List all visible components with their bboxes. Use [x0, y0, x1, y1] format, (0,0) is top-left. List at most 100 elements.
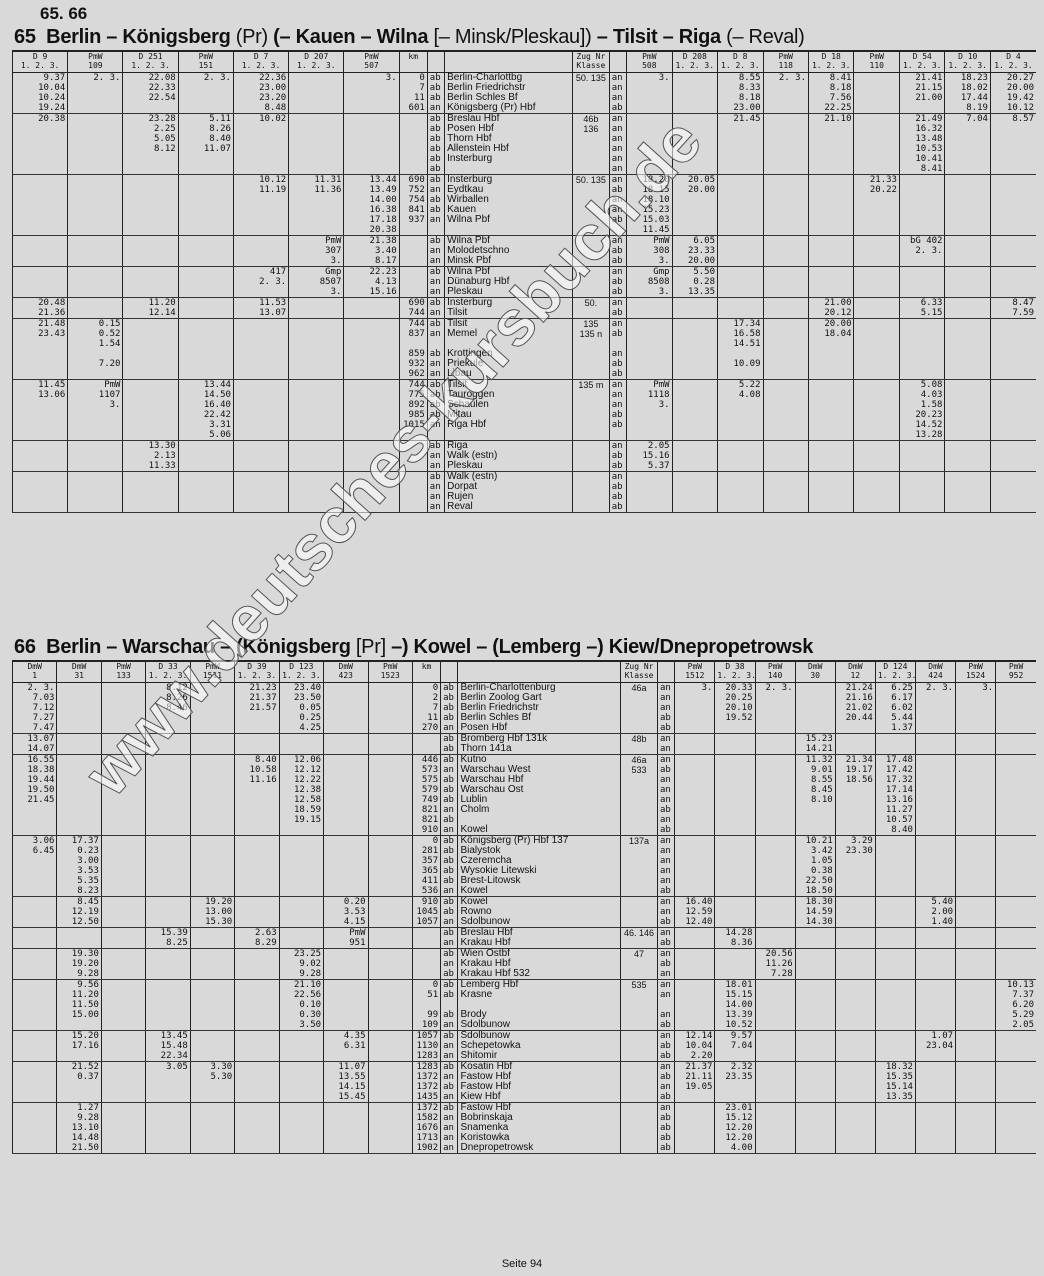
time-cell	[874, 948, 916, 980]
time-cell: 21.48 23.43	[11, 318, 68, 380]
ab-an-cell: an an an ab	[656, 979, 675, 1031]
time-cell	[145, 896, 191, 928]
page-number: 65. 66	[40, 4, 88, 23]
time-cell	[754, 1102, 796, 1154]
ab-an-cell: an ab an ab ab	[608, 318, 627, 380]
time-cell: 22.08 22.33 22.54	[122, 72, 179, 114]
table-66-title-part2: [Pr]	[355, 636, 386, 658]
time-cell	[122, 266, 179, 298]
time-cell	[807, 235, 854, 267]
station-cell: Riga Walk (estn) Pleskau	[444, 440, 573, 472]
time-cell	[100, 1102, 146, 1154]
time-cell	[989, 440, 1036, 472]
time-cell: bG 402 2. 3.	[898, 235, 945, 267]
time-cell	[278, 896, 324, 928]
ab-an-cell: ab ab	[440, 733, 458, 755]
time-cell	[367, 1102, 413, 1154]
time-cell: PmW 307 3.	[288, 235, 344, 267]
time-cell: 6.05 23.33 20.00	[671, 235, 718, 267]
time-cell	[762, 174, 809, 236]
time-cell	[11, 471, 68, 513]
time-cell	[717, 297, 764, 319]
time-cell: 21.24 21.16 21.02 20.44	[834, 682, 876, 734]
time-cell	[177, 440, 234, 472]
time-cell	[944, 235, 991, 267]
time-cell	[995, 948, 1036, 980]
time-cell: 14.28 8.36	[714, 927, 756, 949]
time-cell: 8.40 10.58 11.16	[234, 754, 280, 836]
km-header: km	[411, 660, 441, 683]
time-cell: PmW 1107 3.	[67, 379, 123, 441]
time-cell	[145, 948, 191, 980]
train-column-header: PmW 1512	[674, 660, 715, 683]
table-65-title-part4: [– Minsk/Pleskau])	[433, 26, 592, 48]
ab-an-cell: ab an ab ab an	[426, 174, 445, 236]
time-cell	[955, 835, 996, 897]
time-cell: 18.01 15.15 14.00 13.39 10.52	[714, 979, 756, 1031]
time-cell: 15.39 8.25	[145, 927, 191, 949]
time-cell	[674, 835, 715, 897]
time-cell	[853, 72, 900, 114]
time-cell	[145, 835, 191, 897]
time-cell: 2.05 15.16 5.37	[626, 440, 673, 472]
ab-an-cell: ab an ab ab ab an ab an	[440, 754, 458, 836]
time-cell	[874, 1030, 916, 1062]
time-cell	[762, 235, 809, 267]
time-cell	[674, 733, 715, 755]
time-cell	[323, 835, 368, 897]
time-cell	[714, 896, 756, 928]
time-cell	[177, 297, 234, 319]
station-header	[444, 50, 573, 73]
ab-an-cell: an an an ab ab	[608, 379, 627, 441]
time-cell	[853, 266, 900, 298]
time-cell: 21.34 19.17 18.56	[834, 754, 876, 836]
time-cell	[288, 297, 344, 319]
ab-an-header	[426, 50, 445, 73]
ab-an-cell: ab an an an	[426, 471, 445, 513]
train-ref-cell: 46b 136	[571, 113, 610, 175]
time-cell	[807, 440, 854, 472]
time-cell	[343, 113, 400, 175]
time-cell: 0.15 0.52 1.54 7.20	[67, 318, 123, 380]
ab-an-cell: an ab ab ab ab	[656, 1102, 675, 1154]
time-cell: 13.44 14.50 16.40 22.42 3.31 5.06	[177, 379, 234, 441]
station-cell: Breslau Hbf Krakau Hbf	[457, 927, 621, 949]
ab-an-cell: an an an an an an	[608, 113, 627, 175]
time-cell	[762, 440, 809, 472]
time-cell	[762, 113, 809, 175]
table-65-title-part5: – Tilsit – Riga	[596, 26, 721, 48]
time-cell: 9.57 7.04	[714, 1030, 756, 1062]
time-cell	[11, 1030, 57, 1062]
time-cell: 3.	[955, 682, 996, 734]
time-cell	[234, 1030, 280, 1062]
time-cell	[762, 379, 809, 441]
km-cell: 0 7 11 601	[398, 72, 428, 114]
train-column-header: PmW 118	[762, 50, 809, 73]
time-cell	[100, 948, 146, 980]
time-cell	[323, 948, 368, 980]
time-cell	[100, 1030, 146, 1062]
time-cell: 2. 3.	[67, 72, 123, 114]
time-cell: 20.05 20.00	[671, 174, 718, 236]
train-column-header: DmW 31	[56, 660, 102, 683]
train-ref-cell: 50.	[571, 297, 610, 319]
station-cell: Kowel Rowno Sdolbunow	[457, 896, 621, 928]
ab-an-cell: an ab an	[656, 948, 675, 980]
train-ref-cell: 50. 135	[571, 174, 610, 236]
train-ref-cell	[620, 1102, 658, 1154]
table-65-number: 65	[14, 26, 36, 48]
time-cell	[11, 1061, 57, 1103]
station-cell: Königsberg (Pr) Hbf 137 Bialystok Czerem…	[457, 835, 621, 897]
time-cell	[989, 379, 1036, 441]
time-cell	[834, 979, 876, 1031]
km-cell	[411, 733, 441, 755]
train-column-header: DmW 423	[323, 660, 368, 683]
train-column-header: D 9 1. 2. 3.	[11, 50, 68, 73]
train-ref-cell: 47	[620, 948, 658, 980]
time-cell	[898, 266, 945, 298]
ab-an-cell: an an	[656, 733, 675, 755]
